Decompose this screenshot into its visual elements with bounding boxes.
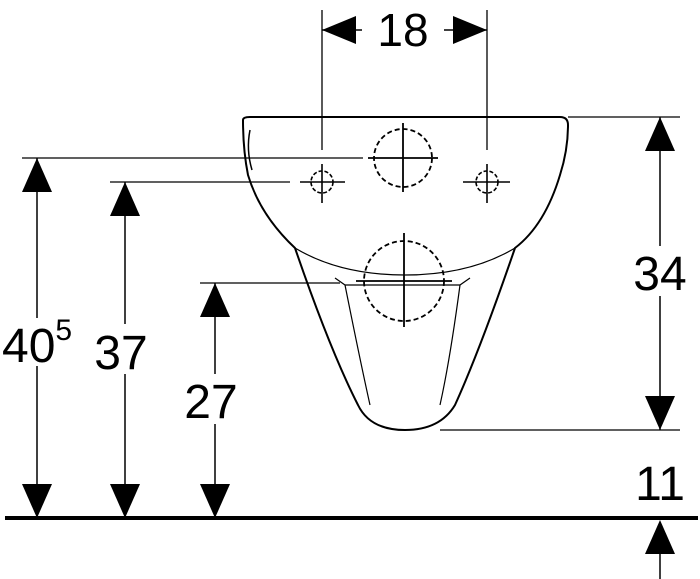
toilet-bowl-outline [241,116,570,432]
dimension-405-sup: 5 [55,314,72,347]
dimension-34: 34 [626,117,696,430]
dimension-27: 27 [178,283,246,518]
large-connection-top [368,123,438,192]
dimension-34-label: 34 [633,248,686,301]
dimension-11: 11 [635,458,685,579]
dimension-11-label: 11 [635,458,685,511]
drain-outlet [356,233,452,327]
dimension-18-label: 18 [377,4,428,56]
dimension-405: 405 [0,158,84,518]
fixing-hole-right [463,164,510,203]
dimension-27-label: 27 [184,376,237,429]
dimension-405-main: 40 [2,320,55,373]
fixing-hole-left [300,164,345,203]
dimension-405-label: 405 [2,314,72,373]
extension-lines [22,10,680,431]
dimension-18: 18 [322,4,487,56]
dimension-37-label: 37 [94,327,147,380]
dimension-37: 37 [88,182,154,518]
